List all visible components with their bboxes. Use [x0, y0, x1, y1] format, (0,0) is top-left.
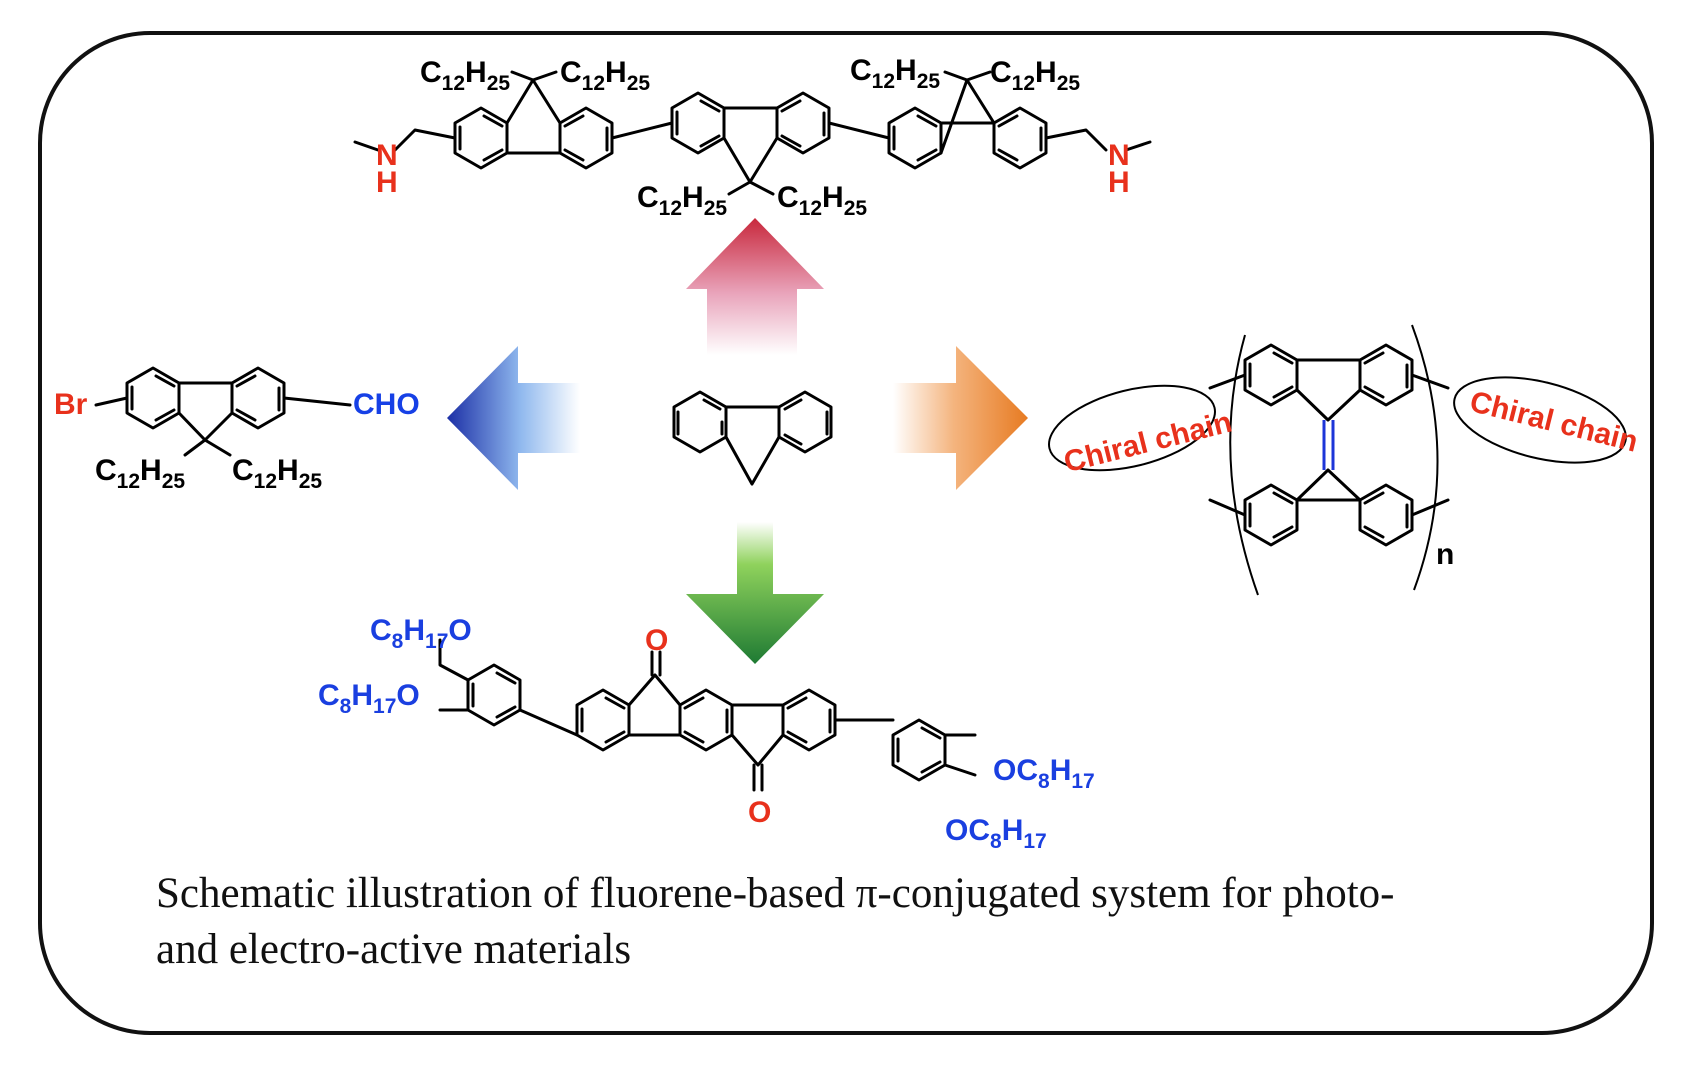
svg-text:C12H25: C12H25 — [560, 56, 650, 95]
arrow-left-blue — [447, 346, 580, 490]
arrow-down-green — [686, 522, 824, 664]
arrow-right-orange — [893, 346, 1028, 490]
svg-text:C8H17O: C8H17O — [318, 679, 420, 718]
diagram-frame — [38, 31, 1654, 1035]
svg-text:OC8H17: OC8H17 — [945, 814, 1047, 853]
caption-line-1: Schematic illustration of fluorene-based… — [156, 870, 1395, 917]
caption-line-2: and electro-active materials — [156, 926, 632, 973]
amine-h-right: H — [1108, 166, 1130, 199]
svg-text:OC8H17: OC8H17 — [993, 754, 1095, 793]
bromo-fluorene-aldehyde-molecule: Br CHO C12H25 C12H25 — [54, 366, 420, 493]
ketone-o-top: O — [645, 624, 668, 657]
svg-text:C12H25: C12H25 — [777, 181, 867, 220]
svg-text:C12H25: C12H25 — [95, 454, 185, 493]
fluorene-core-molecule — [672, 390, 833, 486]
svg-text:C12H25: C12H25 — [850, 54, 940, 93]
svg-text:C12H25: C12H25 — [990, 56, 1080, 95]
amine-n-left: N — [376, 139, 398, 172]
repeat-unit-n: n — [1436, 538, 1454, 571]
ketone-o-bottom: O — [748, 796, 771, 829]
amine-n-right: N — [1108, 139, 1130, 172]
svg-text:C12H25: C12H25 — [232, 454, 322, 493]
svg-text:C12H25: C12H25 — [420, 56, 510, 95]
bromine-label: Br — [54, 388, 88, 421]
aldehyde-label: CHO — [353, 388, 420, 421]
terfluorene-amine-molecule: C12H25 C12H25 C12H25 C12H25 C12H25 C12H2… — [353, 54, 1152, 220]
svg-text:C8H17O: C8H17O — [370, 614, 472, 653]
arrow-up-red — [686, 218, 824, 355]
indenofluorenedione-molecule: O O C8H17O C8H17O OC8H17 OC8H17 — [318, 614, 1095, 853]
svg-text:C12H25: C12H25 — [637, 181, 727, 220]
amine-h-left: H — [376, 166, 398, 199]
